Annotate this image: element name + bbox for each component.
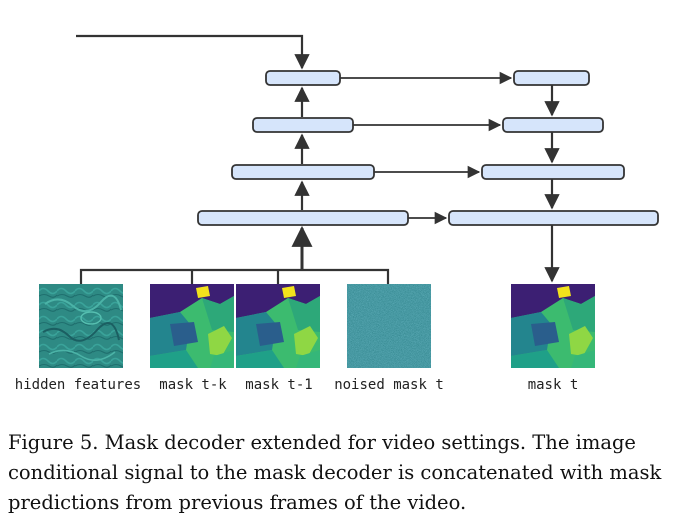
mask-t-output-image — [511, 284, 595, 368]
mask-tk-image — [150, 284, 234, 368]
right-block-2 — [502, 117, 604, 133]
left-block-1 — [265, 70, 341, 86]
left-block-3 — [231, 164, 375, 180]
right-block-3 — [481, 164, 625, 180]
figure-caption: Figure 5. Mask decoder extended for vide… — [8, 431, 662, 514]
left-block-2 — [252, 117, 354, 133]
mask-t1-image — [236, 284, 320, 368]
left-block-4 — [197, 210, 409, 226]
label-noised-mask: noised mask t — [334, 377, 444, 393]
concat-bracket — [79, 268, 390, 284]
label-hidden-features: hidden features — [14, 377, 142, 393]
label-mask-tk: mask t-k — [159, 377, 227, 393]
right-block-4 — [448, 210, 659, 226]
noised-mask-image — [347, 284, 431, 368]
label-mask-t1: mask t-1 — [245, 377, 313, 393]
label-mask-t: mask t — [527, 377, 579, 393]
conditioning-arrow — [76, 34, 310, 70]
hidden-features-image — [39, 284, 123, 368]
right-block-1 — [513, 70, 590, 86]
decoder-figure — [39, 34, 659, 368]
